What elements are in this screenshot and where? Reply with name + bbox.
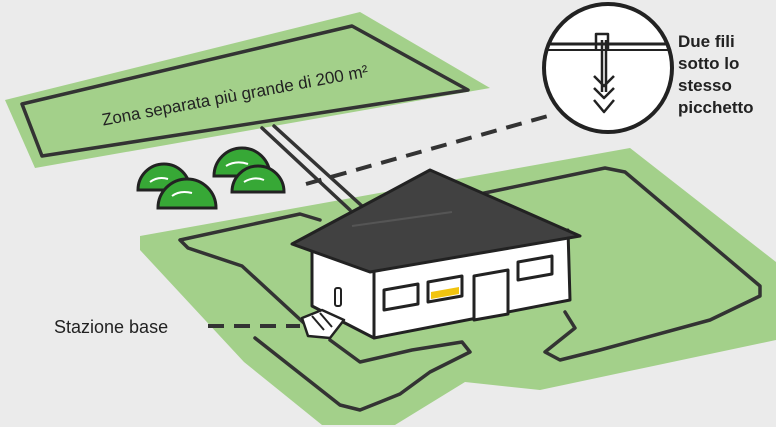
callout-label-line: stesso <box>678 76 732 95</box>
callout-label-line: sotto lo <box>678 54 739 73</box>
house-window-highlight-fill <box>431 287 459 299</box>
separate-zone: Zona separata più grande di 200 m² <box>5 12 490 168</box>
boundary-wire-left <box>178 212 322 338</box>
callout-label: Due fili sotto lo stesso picchetto <box>678 32 754 117</box>
callout-leader <box>305 114 549 186</box>
base-station-label: Stazione base <box>54 317 168 337</box>
base-station-icon <box>300 308 346 340</box>
boundary-wire-bottom-loop <box>253 336 472 412</box>
house-window <box>516 254 554 282</box>
peg-icon <box>593 32 615 114</box>
house-roof <box>290 168 582 274</box>
leader-lines <box>208 114 549 328</box>
bush-icon <box>156 177 218 210</box>
house-icon <box>290 168 582 340</box>
separate-zone-lawn <box>5 12 490 168</box>
house-door <box>472 268 510 322</box>
separate-zone-wire <box>20 24 470 158</box>
corridor-wire-b <box>272 124 364 208</box>
house-window <box>382 282 420 312</box>
bushes <box>136 146 286 210</box>
boundary-wire-right <box>468 166 762 362</box>
house-roof-ridge <box>351 211 453 227</box>
callout-label-line: picchetto <box>678 98 754 117</box>
peg-callout <box>542 2 674 134</box>
bush-icon <box>230 164 286 194</box>
corridor-wire-a <box>260 126 352 212</box>
callout-label-line: Due fili <box>678 32 735 51</box>
boundary-wire <box>178 124 762 412</box>
magnifier-circle <box>542 2 674 134</box>
house-side-vent <box>334 287 342 307</box>
peg-detail <box>544 32 672 114</box>
